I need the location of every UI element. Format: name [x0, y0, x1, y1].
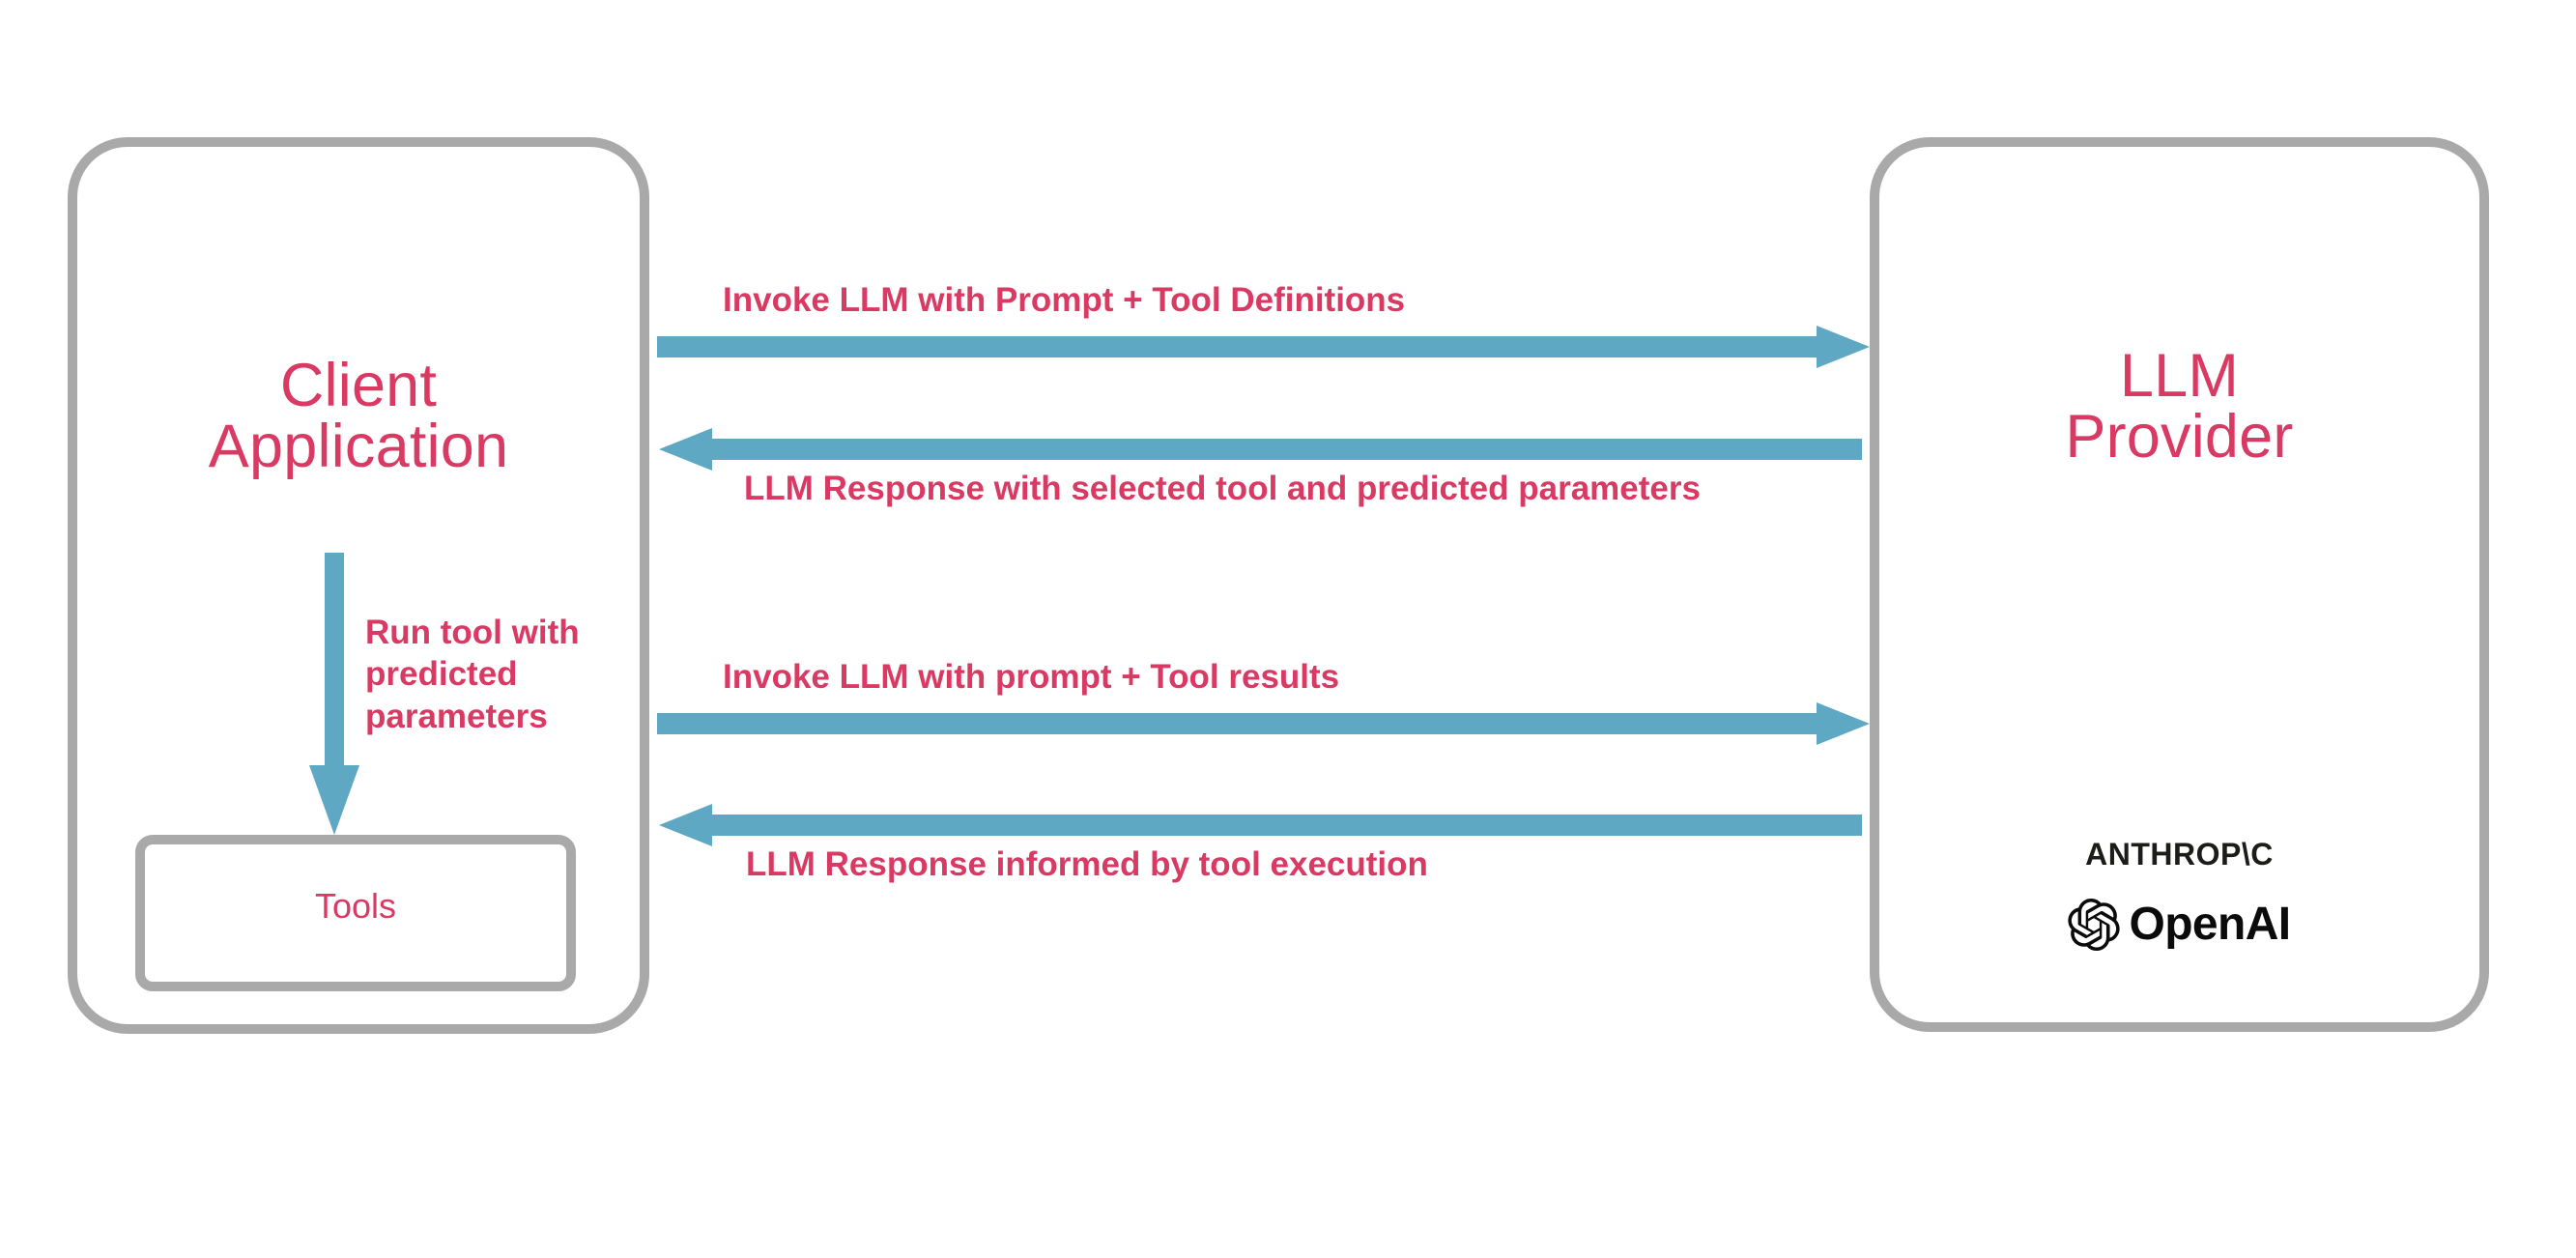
arrow-right-icon	[657, 702, 1870, 745]
edge-arrow-invoke-llm-tool-results	[657, 702, 1870, 745]
arrow-down-icon	[309, 553, 359, 835]
tools-label: Tools	[314, 886, 397, 926]
client-application-title: Client Application	[208, 352, 509, 480]
edge-label-1: Invoke LLM with Prompt + Tool Definition…	[723, 281, 1406, 319]
edge-arrow-llm-response-tool-execution	[659, 804, 1862, 846]
openai-wordmark: OpenAI	[2129, 899, 2291, 950]
llm-provider-title: LLM Provider	[2065, 342, 2294, 471]
edge-label-2: LLM Response with selected tool and pred…	[744, 470, 1701, 507]
edge-label-3: Invoke LLM with prompt + Tool results	[723, 658, 1340, 696]
llm-provider-node[interactable]	[1870, 137, 2489, 1032]
run-tool-arrow	[301, 553, 367, 835]
openai-logo: OpenAI	[1870, 899, 2489, 951]
arrow-left-icon	[659, 804, 1862, 846]
openai-knot-icon	[2068, 899, 2121, 951]
run-tool-arrow-label: Run tool with predicted parameters	[365, 614, 580, 735]
edge-arrow-llm-response-selected-tool	[659, 428, 1862, 471]
arrow-left-icon	[659, 428, 1862, 471]
anthropic-logo: ANTHROP\C	[2085, 837, 2274, 872]
edge-label-4: LLM Response informed by tool execution	[746, 845, 1428, 883]
tools-node[interactable]	[135, 835, 576, 991]
edge-arrow-invoke-llm-tool-definitions	[657, 326, 1870, 368]
arrow-right-icon	[657, 326, 1870, 368]
